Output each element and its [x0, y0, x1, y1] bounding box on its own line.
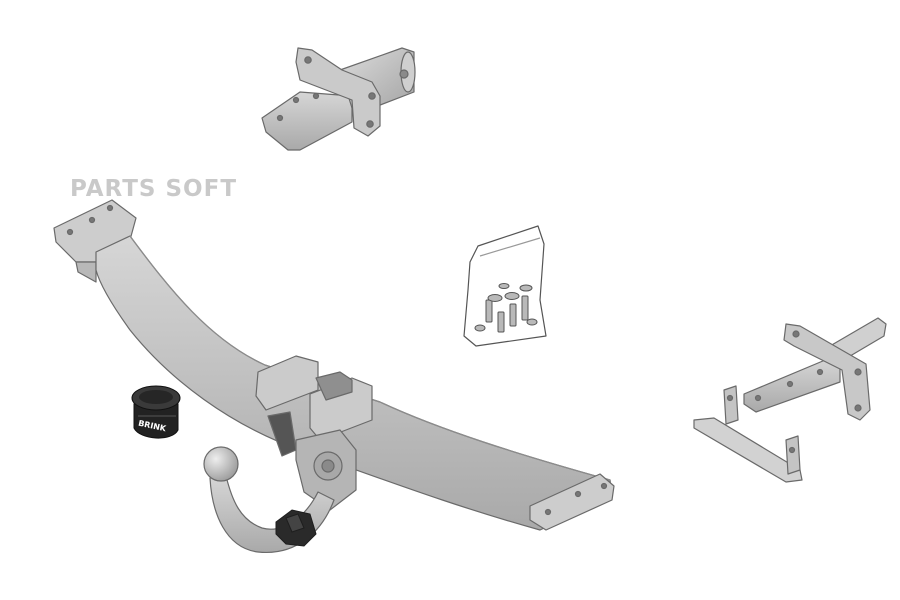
electrical-socket: BRINK: [131, 385, 181, 439]
watermark-text: PARTS SOFT: [70, 176, 238, 202]
top-mounting-bracket: [261, 47, 416, 151]
hardware-bag: [463, 225, 547, 347]
flat-strap-bracket: [693, 385, 803, 483]
locking-knob: [275, 509, 317, 547]
main-cross-beam: [53, 199, 615, 531]
right-mounting-bracket: [743, 317, 887, 421]
